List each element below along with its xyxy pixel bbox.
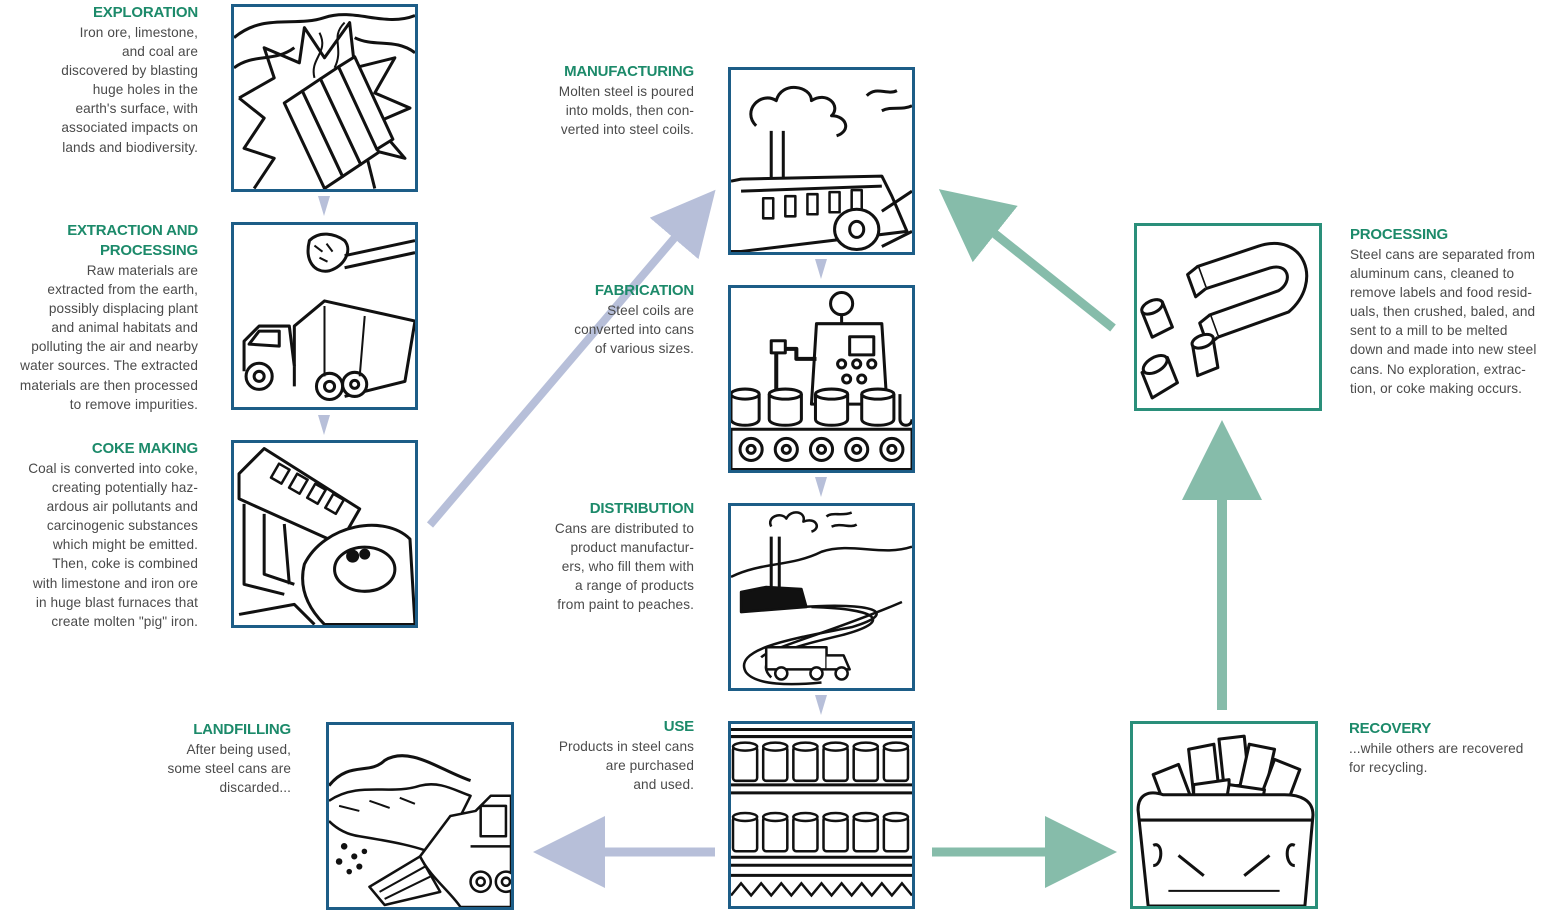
store-shelf-cans-icon	[731, 728, 912, 898]
manufacturing-text: MANUFACTURING Molten steel is poured int…	[494, 62, 694, 139]
recovery-title: RECOVERY	[1349, 720, 1432, 737]
manufacturing-description: Molten steel is poured into molds, then …	[558, 84, 694, 138]
processing-text: PROCESSING Steel cans are separated from…	[1350, 225, 1556, 398]
exploration-text: EXPLORATION Iron ore, limestone, and coa…	[30, 3, 198, 157]
arrow-coke-to-manufacturing	[426, 189, 716, 528]
distribution-title: DISTRIBUTION	[589, 500, 694, 517]
blast-furnace-icon	[237, 447, 415, 625]
can-machine-icon	[731, 291, 912, 470]
arrow-extraction-to-coke	[318, 415, 330, 435]
landfilling-illustration	[326, 722, 514, 910]
recovery-description: ...while others are recovered for recycl…	[1349, 741, 1524, 776]
distribution-description: Cans are distributed to product manufact…	[554, 521, 694, 613]
extraction-description: Raw materials are extracted from the ear…	[19, 263, 198, 412]
exploration-illustration	[231, 4, 418, 192]
magnet-cans-icon	[1140, 242, 1309, 400]
arrow-manufacturing-to-fabrication	[815, 259, 827, 279]
extraction-title: EXTRACTION AND PROCESSING	[67, 222, 198, 259]
use-title: USE	[663, 718, 694, 735]
landfilling-title: LANDFILLING	[193, 721, 291, 738]
recycling-bin-icon	[1136, 734, 1315, 906]
dump-truck-icon	[242, 232, 415, 401]
landfill-bulldozer-icon	[329, 754, 511, 907]
fabrication-title: FABRICATION	[594, 282, 694, 299]
fabrication-text: FABRICATION Steel coils are converted in…	[494, 281, 694, 358]
extraction-illustration	[231, 222, 418, 410]
fabrication-illustration	[728, 285, 915, 473]
coke-title: COKE MAKING	[91, 440, 198, 457]
processing-illustration	[1134, 223, 1322, 411]
dynamite-blast-icon	[234, 13, 415, 189]
use-text: USE Products in steel cans are purchased…	[494, 717, 694, 794]
manufacturing-illustration	[728, 67, 915, 255]
use-description: Products in steel cans are purchased and…	[558, 739, 694, 793]
manufacturing-title: MANUFACTURING	[564, 63, 694, 80]
processing-title: PROCESSING	[1350, 226, 1449, 243]
arrow-distribution-to-use	[815, 695, 827, 715]
processing-description: Steel cans are separated from aluminum c…	[1350, 247, 1537, 396]
factory-road-truck-icon	[731, 511, 912, 686]
exploration-title: EXPLORATION	[92, 4, 198, 21]
landfilling-text: LANDFILLING After being used, some steel…	[120, 720, 291, 797]
coke-description: Coal is converted into coke, creating po…	[28, 461, 198, 629]
arrow-exploration-to-extraction	[318, 196, 330, 216]
use-illustration	[728, 721, 915, 909]
extraction-text: EXTRACTION AND PROCESSING Raw materials …	[0, 221, 198, 414]
coke-illustration	[231, 440, 418, 628]
recovery-illustration	[1130, 721, 1318, 909]
recovery-text: RECOVERY ...while others are recovered f…	[1349, 719, 1554, 777]
arrow-fabrication-to-distribution	[815, 477, 827, 497]
coke-text: COKE MAKING Coal is converted into coke,…	[0, 439, 198, 631]
exploration-description: Iron ore, limestone, and coal are discov…	[61, 25, 198, 155]
fabrication-description: Steel coils are converted into cans of v…	[574, 303, 694, 357]
distribution-text: DISTRIBUTION Cans are distributed to pro…	[494, 499, 694, 614]
landfilling-description: After being used, some steel cans are di…	[167, 742, 291, 796]
steel-mill-icon	[731, 85, 912, 252]
arrow-processing-to-manufacturing	[938, 189, 1116, 332]
distribution-illustration	[728, 503, 915, 691]
